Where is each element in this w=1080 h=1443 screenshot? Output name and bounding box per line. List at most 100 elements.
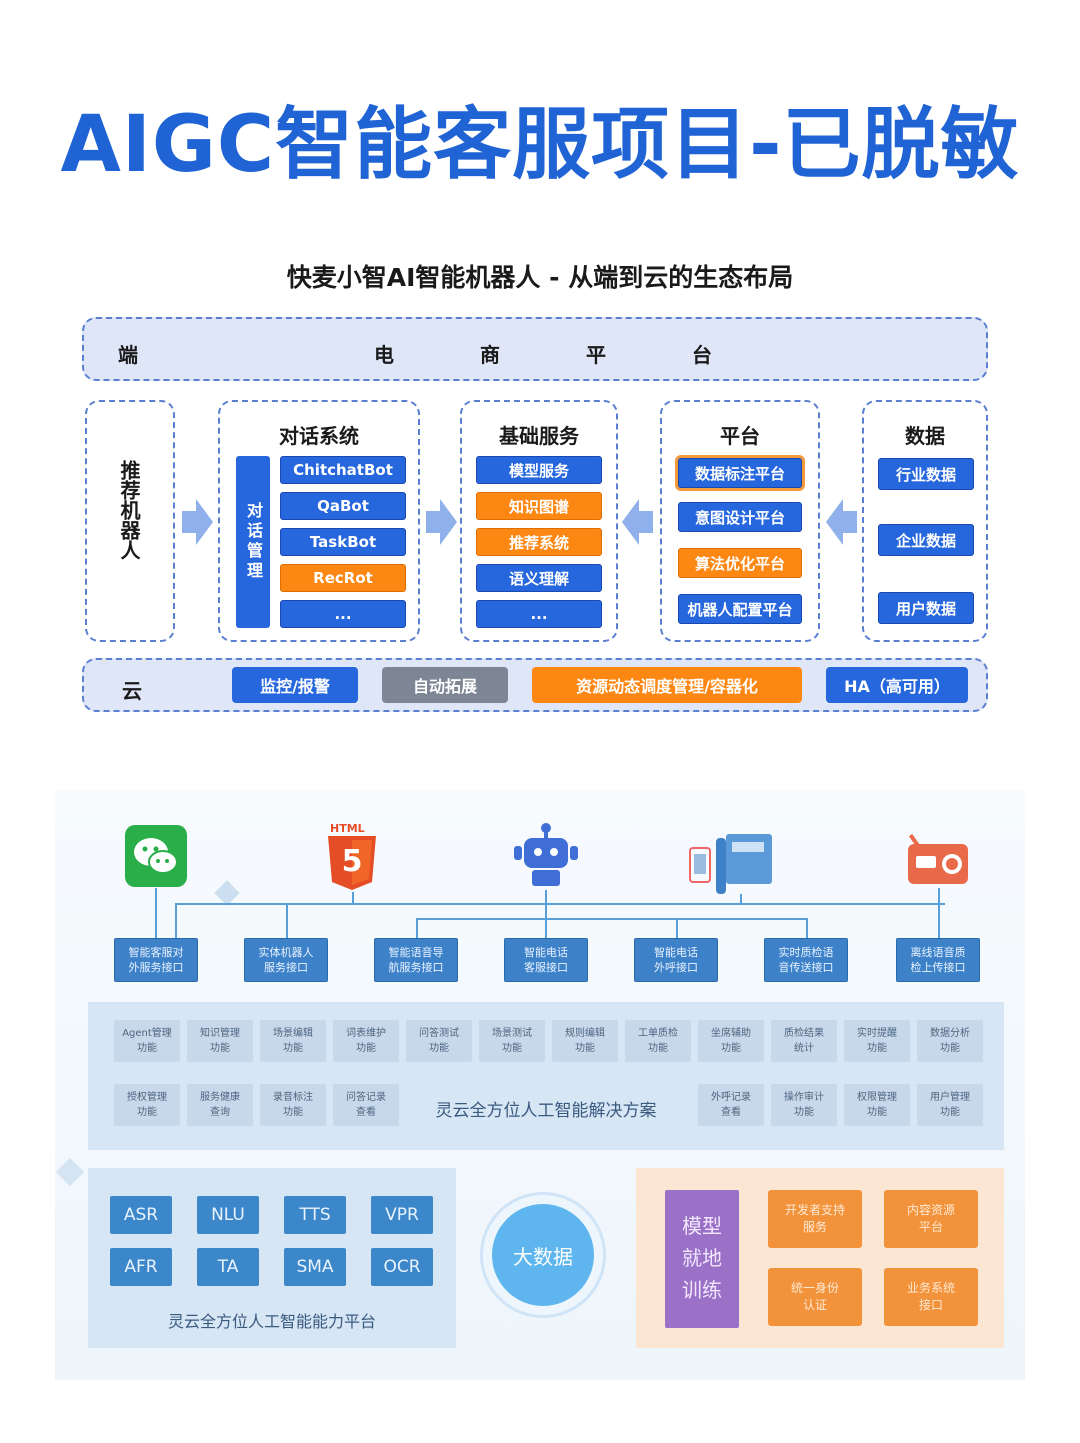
platform-item: 算法优化平台: [678, 548, 802, 578]
interface-text: 客服接口: [524, 961, 568, 974]
function-text: 功能: [575, 1043, 595, 1054]
capability-box: AFR: [110, 1248, 172, 1286]
function-text: 问答测试: [419, 1028, 459, 1039]
interface-box: 智能客服对外服务接口: [114, 938, 198, 982]
function-text: 统计: [794, 1043, 814, 1054]
interface-text: 离线语音质: [910, 946, 966, 959]
function-text: Agent管理: [122, 1028, 172, 1039]
function-box: 数据分析功能: [917, 1020, 983, 1062]
capability-box: SMA: [284, 1248, 346, 1286]
dialog-item: TaskBot: [280, 528, 406, 556]
function-box: 规则编辑功能: [552, 1020, 618, 1062]
cloud-label: 云: [122, 679, 142, 703]
html5-number: 5: [341, 844, 363, 879]
function-text: 工单质检: [638, 1028, 678, 1039]
capability-platform-label: 灵云全方位人工智能能力平台: [167, 1312, 376, 1331]
platform-char: 商: [480, 343, 500, 367]
dialog-system-box: 对话系统 对话管理 ChitchatBot QaBot TaskBot RecR…: [218, 400, 420, 642]
service-item: 推荐系统: [476, 528, 602, 556]
connector-line: [806, 918, 808, 938]
function-box: 坐席辅助功能: [698, 1020, 764, 1062]
function-text: 规则编辑: [565, 1028, 605, 1039]
function-text: 词表维护: [346, 1028, 386, 1039]
platform-char: 平: [586, 343, 606, 367]
radio-icon: [908, 834, 968, 884]
function-text: 功能: [283, 1107, 303, 1118]
function-text: 功能: [940, 1107, 960, 1118]
service-text: 认证: [802, 1298, 827, 1312]
platform-item: 机器人配置平台: [678, 594, 802, 624]
connector-line: [740, 894, 742, 904]
function-text: 查看: [356, 1107, 376, 1118]
interface-text: 智能电话: [654, 946, 698, 959]
function-text: 功能: [502, 1043, 522, 1054]
model-training-box: 模型 就地 训练: [665, 1190, 739, 1328]
arrow-left-icon: [622, 499, 653, 545]
capability-box: NLU: [197, 1196, 259, 1234]
connector-line: [352, 892, 354, 904]
capability-box: TTS: [284, 1196, 346, 1234]
function-box: 知识管理功能: [187, 1020, 253, 1062]
function-text: 外呼记录: [711, 1092, 751, 1103]
platform-item: 数据标注平台: [678, 458, 802, 488]
function-box: 词表维护功能: [333, 1020, 399, 1062]
service-text: 统一身份: [790, 1281, 839, 1295]
function-text: 功能: [283, 1043, 303, 1054]
interface-text: 实体机器人: [258, 946, 314, 959]
function-box: 授权管理功能: [114, 1084, 180, 1126]
service-text: 开发者支持: [784, 1203, 845, 1217]
service-text: 接口: [918, 1298, 943, 1312]
model-training-text: 模型: [682, 1214, 722, 1238]
function-text: 查询: [210, 1107, 230, 1118]
function-box: Agent管理功能: [114, 1020, 180, 1062]
service-box: 统一身份认证: [768, 1268, 862, 1326]
big-data-label: 大数据: [513, 1244, 573, 1269]
service-item: ...: [476, 600, 602, 628]
dialog-item: ...: [280, 600, 406, 628]
terminal-band: 端 电 商 平 台: [82, 317, 988, 381]
function-text: 知识管理: [200, 1028, 240, 1039]
arrow-right-icon: [426, 499, 457, 545]
cloud-item: 资源动态调度管理/容器化: [532, 667, 802, 703]
function-box: 场景测试功能: [479, 1020, 545, 1062]
dialog-item: RecRot: [280, 564, 406, 592]
function-box: 外呼记录查看: [698, 1084, 764, 1126]
function-text: 录音标注: [273, 1092, 313, 1103]
connector-line: [416, 918, 418, 938]
cloud-item: 自动拓展: [382, 667, 508, 703]
arrow-left-icon: [826, 499, 857, 545]
capability-box: ASR: [110, 1196, 172, 1234]
function-box: 场景编辑功能: [260, 1020, 326, 1062]
interface-text: 智能语音导: [388, 946, 444, 959]
interface-box: 离线语音质检上传接口: [896, 938, 980, 982]
service-item: 知识图谱: [476, 492, 602, 520]
data-title: 数据: [905, 424, 945, 448]
platform-item: 意图设计平台: [678, 502, 802, 532]
interface-text: 智能客服对: [128, 946, 184, 959]
interface-box: 实时质检语音传送接口: [764, 938, 848, 982]
function-text: 授权管理: [127, 1092, 167, 1103]
interface-text: 实时质检语: [778, 946, 834, 959]
connector-line: [175, 903, 945, 905]
capability-box: VPR: [371, 1196, 433, 1234]
function-box: 服务健康查询: [187, 1084, 253, 1126]
interface-box: 智能电话客服接口: [504, 938, 588, 982]
function-text: 质检结果: [784, 1028, 824, 1039]
dialog-management-bar: 对话管理: [236, 456, 270, 628]
service-text: 平台: [918, 1220, 943, 1234]
capability-box: TA: [197, 1248, 259, 1286]
basic-services-title: 基础服务: [499, 424, 579, 448]
interface-box: 智能语音导航服务接口: [374, 938, 458, 982]
data-item: 企业数据: [878, 524, 974, 556]
platform-char: 电: [374, 343, 394, 367]
model-training-text: 就地: [682, 1246, 722, 1270]
interface-text: 外服务接口: [128, 961, 184, 974]
function-box: 工单质检功能: [625, 1020, 691, 1062]
connector-line: [676, 918, 678, 938]
dialog-system-title: 对话系统: [279, 424, 359, 448]
interface-text: 智能电话: [524, 946, 568, 959]
function-box: 问答记录查看: [333, 1084, 399, 1126]
function-box: 录音标注功能: [260, 1084, 326, 1126]
interface-text: 服务接口: [264, 961, 308, 974]
function-text: 功能: [940, 1043, 960, 1054]
